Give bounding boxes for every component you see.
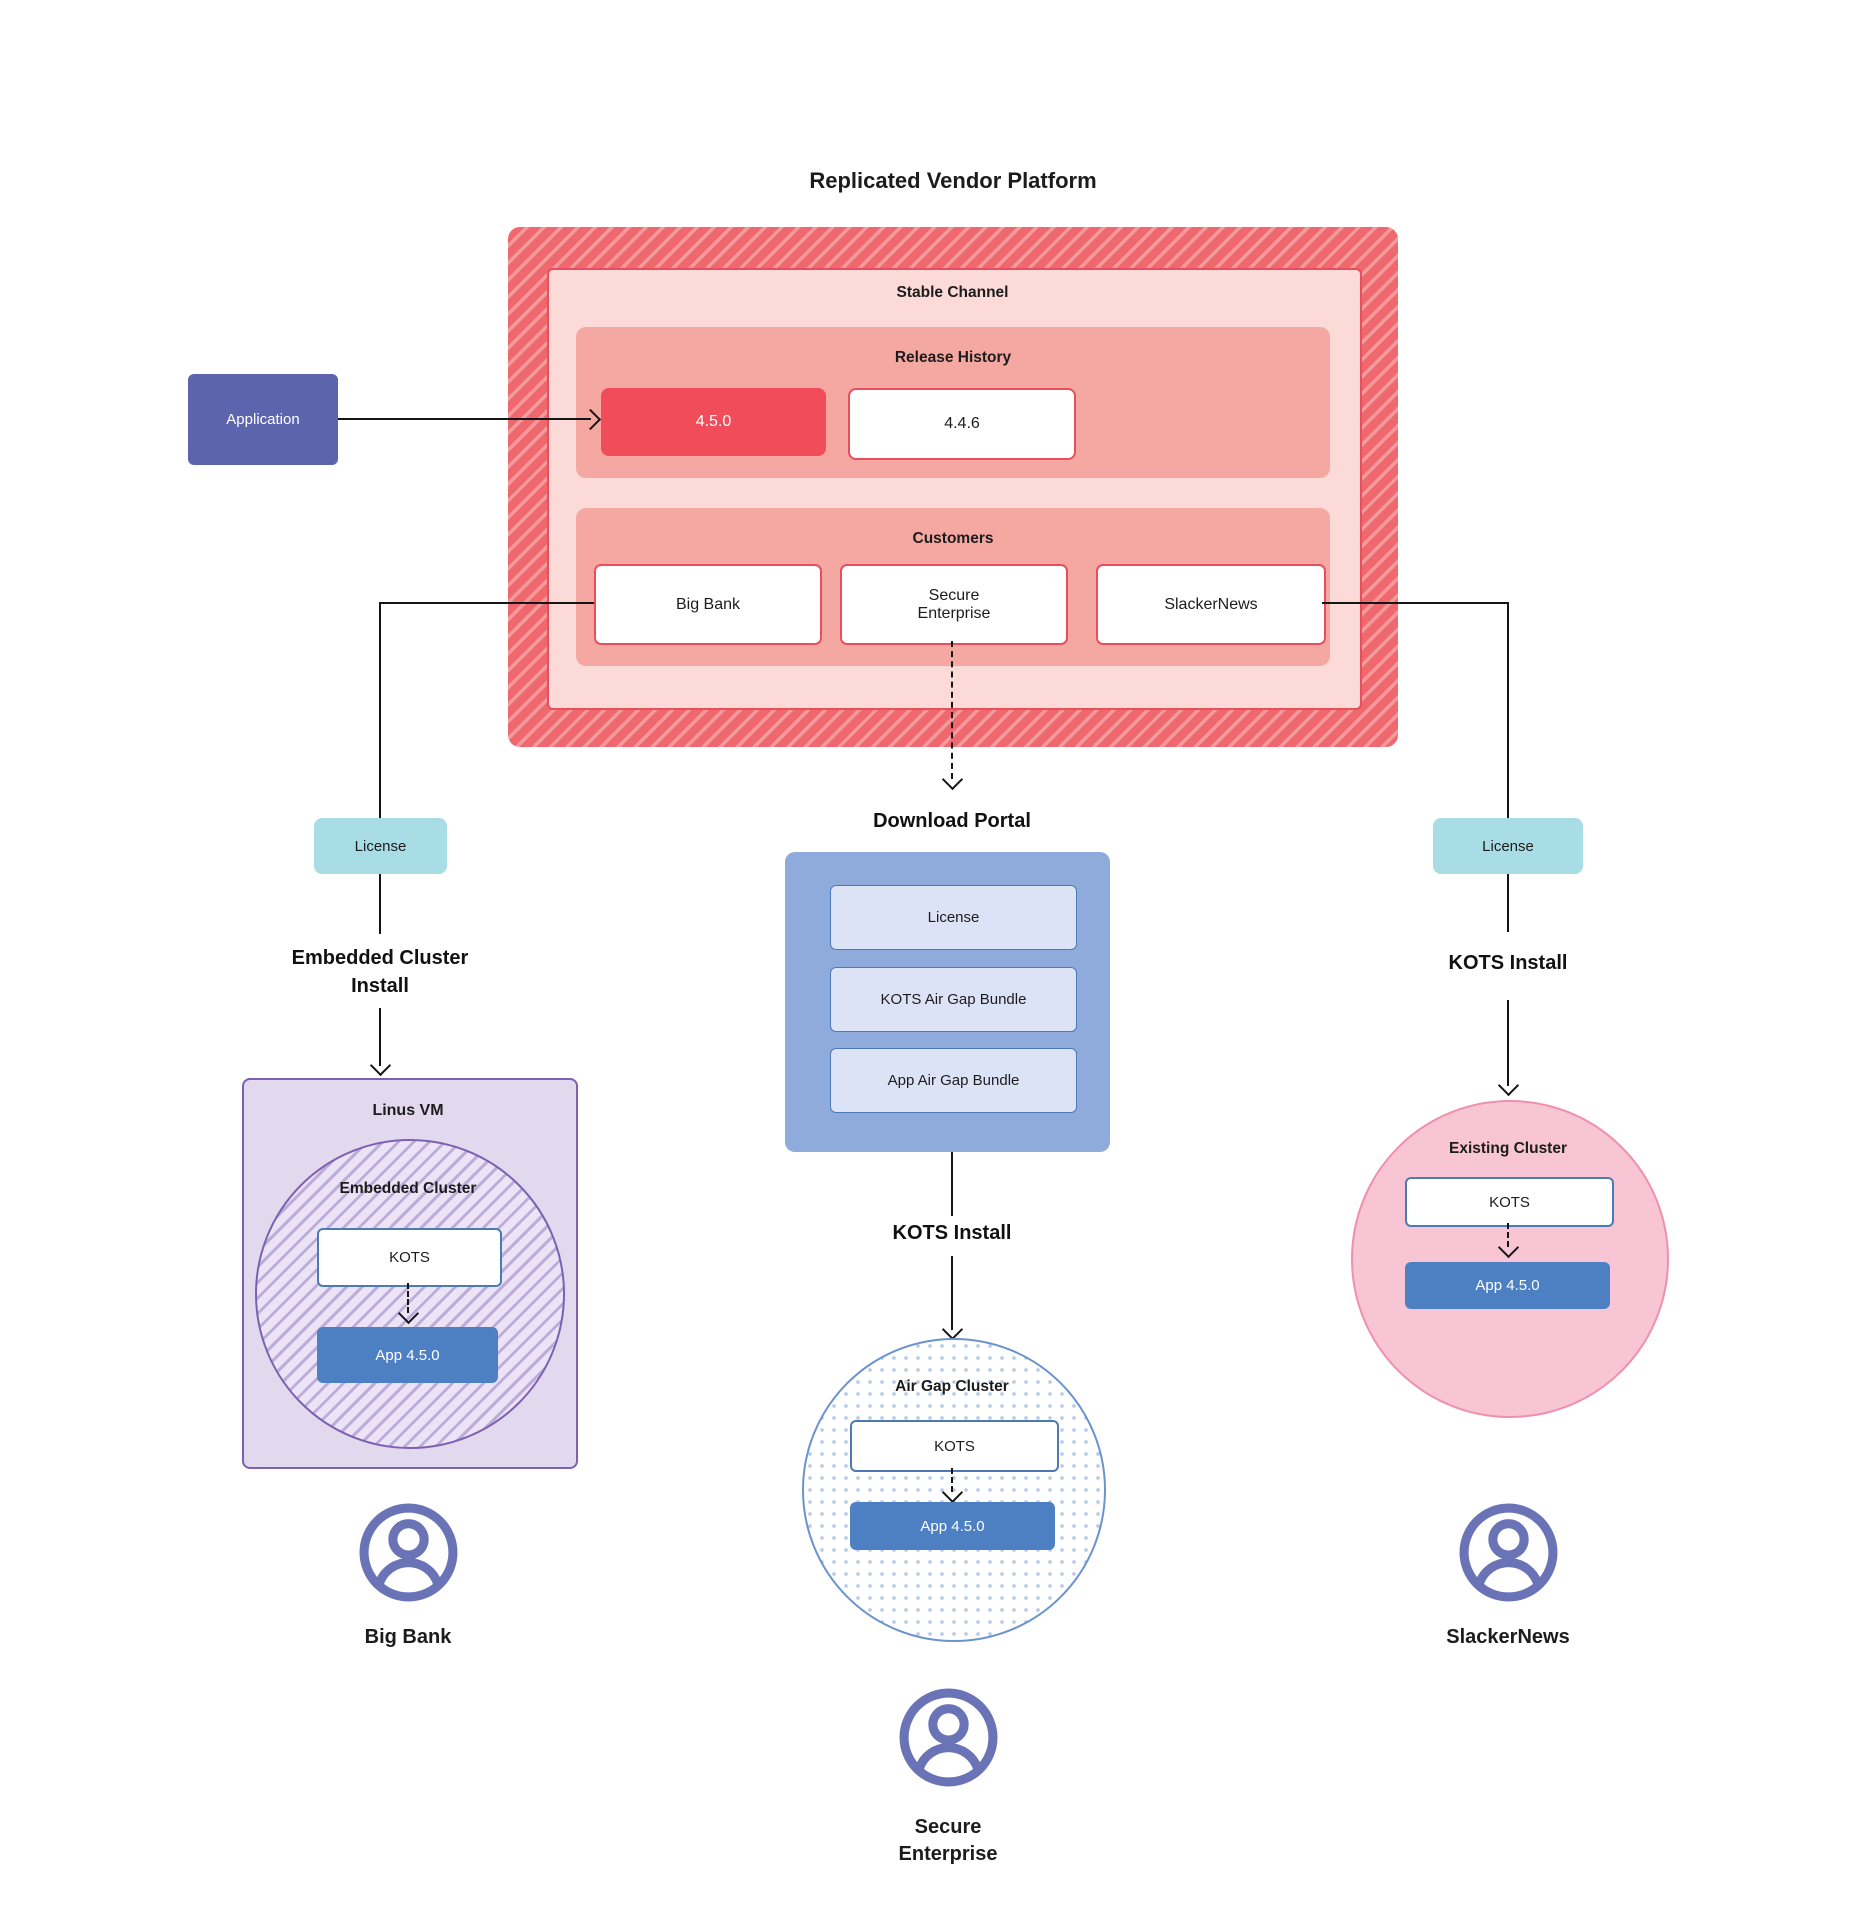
app-box-right: App 4.5.0	[1405, 1262, 1610, 1309]
persona-secure-enterprise-text: Secure Enterprise	[898, 1816, 998, 1865]
existing-cluster-circle	[1351, 1100, 1669, 1418]
user-icon	[899, 1688, 998, 1787]
app-box-left: App 4.5.0	[317, 1327, 498, 1383]
customer-slackernews-box: SlackerNews	[1096, 564, 1326, 645]
right-license-line	[1507, 874, 1509, 932]
application-arrow-line	[338, 418, 591, 420]
portal-kots-bundle-box: KOTS Air Gap Bundle	[830, 967, 1077, 1032]
license-right-box: License	[1433, 818, 1583, 874]
user-icon	[359, 1503, 458, 1602]
linus-vm-label: Linus VM	[372, 1102, 444, 1119]
right-kots-install-label: KOTS Install	[1448, 952, 1568, 974]
embedded-cluster-circle	[255, 1139, 565, 1449]
big-bank-connector-v	[379, 602, 381, 818]
right-install-arrowhead-icon	[1497, 1074, 1520, 1097]
persona-secure-enterprise-label: Secure Enterprise	[848, 1814, 1048, 1868]
customers-label: Customers	[912, 530, 994, 547]
kots-box-right: KOTS	[1405, 1177, 1614, 1227]
user-icon	[1459, 1503, 1558, 1602]
application-box: Application	[188, 374, 338, 465]
right-install-arrow-line	[1507, 1000, 1509, 1086]
customer-secure-enterprise-label: Secure Enterprise	[917, 586, 991, 622]
slackernews-connector-v	[1507, 602, 1509, 818]
release-history-label: Release History	[894, 349, 1012, 366]
release-version-previous: 4.4.6	[848, 388, 1076, 460]
left-kots-dashed-line	[407, 1283, 409, 1313]
embedded-cluster-install-label: Embedded Cluster Install	[291, 947, 469, 997]
customer-big-bank-box: Big Bank	[594, 564, 822, 645]
left-license-line	[379, 874, 381, 934]
mid-kots-dashed-line	[951, 1468, 953, 1492]
portal-app-bundle-box: App Air Gap Bundle	[830, 1048, 1077, 1113]
customer-secure-enterprise-box: Secure Enterprise	[840, 564, 1068, 645]
persona-slackernews-label: SlackerNews	[1446, 1626, 1570, 1648]
air-gap-cluster-label: Air Gap Cluster	[895, 1378, 1009, 1395]
app-box-middle: App 4.5.0	[850, 1502, 1055, 1550]
kots-box-left: KOTS	[317, 1228, 502, 1287]
secure-enterprise-arrowhead-icon	[941, 768, 964, 791]
right-kots-dashed-line	[1507, 1223, 1509, 1247]
left-install-arrow-line	[379, 1008, 381, 1066]
secure-enterprise-dashed-line	[951, 641, 953, 779]
mid-install-arrow-line	[951, 1256, 953, 1330]
mid-portal-line	[951, 1152, 953, 1216]
big-bank-connector-h	[380, 602, 594, 604]
page-title: Replicated Vendor Platform	[809, 168, 1097, 193]
slackernews-connector-h	[1322, 602, 1508, 604]
release-version-current: 4.5.0	[601, 388, 826, 456]
embedded-cluster-label: Embedded Cluster	[339, 1180, 477, 1197]
portal-license-box: License	[830, 885, 1077, 950]
stable-channel-label: Stable Channel	[896, 284, 1009, 301]
existing-cluster-label: Existing Cluster	[1449, 1140, 1567, 1157]
mid-kots-install-label: KOTS Install	[892, 1222, 1012, 1244]
kots-box-middle: KOTS	[850, 1420, 1059, 1472]
left-install-arrowhead-icon	[369, 1054, 392, 1077]
download-portal-title: Download Portal	[873, 810, 1031, 832]
air-gap-cluster-circle	[802, 1338, 1106, 1642]
mid-install-arrowhead-icon	[941, 1318, 964, 1341]
persona-big-bank-label: Big Bank	[364, 1626, 452, 1648]
license-left-box: License	[314, 818, 447, 874]
